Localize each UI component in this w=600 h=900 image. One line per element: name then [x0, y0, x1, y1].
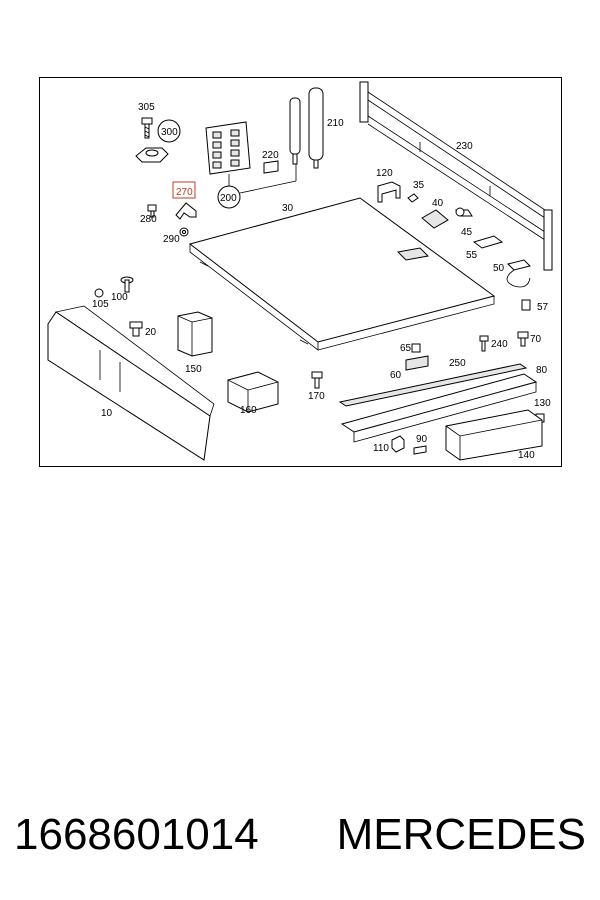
part-160	[227, 371, 279, 413]
label-20: 20	[145, 327, 157, 338]
label-90: 90	[416, 434, 428, 445]
part-300	[135, 119, 181, 163]
part-57	[521, 299, 531, 311]
part-100	[120, 276, 134, 293]
part-280	[147, 204, 157, 218]
label-57: 57	[537, 302, 549, 313]
label-110: 110	[373, 443, 389, 454]
label-70: 70	[530, 334, 542, 345]
label-45: 45	[461, 227, 473, 238]
label-120: 120	[376, 168, 393, 179]
part-270	[175, 202, 197, 220]
label-150: 150	[185, 364, 202, 375]
label-160: 160	[240, 405, 257, 416]
label-210: 210	[327, 118, 344, 129]
part-60	[405, 355, 429, 371]
part-10	[47, 305, 215, 461]
part-35	[407, 193, 419, 203]
label-50: 50	[493, 263, 505, 274]
part-240	[479, 335, 489, 352]
label-80: 80	[536, 365, 548, 376]
part-250	[338, 363, 528, 407]
part-200	[205, 121, 297, 209]
part-80	[340, 373, 538, 443]
part-30	[188, 197, 496, 351]
label-100: 100	[111, 292, 128, 303]
label-220: 220	[262, 150, 279, 161]
part-220	[263, 160, 279, 174]
label-170: 170	[308, 391, 325, 402]
highlight-box-270	[172, 181, 196, 199]
part-45	[455, 207, 473, 217]
label-240: 240	[491, 339, 508, 350]
part-55	[472, 235, 504, 249]
label-305: 305	[138, 102, 155, 113]
label-105: 105	[92, 299, 109, 310]
part-120	[377, 181, 401, 203]
part-170	[311, 371, 323, 389]
part-230	[359, 81, 553, 271]
part-40	[421, 209, 449, 229]
label-60: 60	[390, 370, 402, 381]
part-50	[506, 259, 531, 288]
label-250: 250	[449, 358, 466, 369]
part-90	[413, 445, 427, 455]
label-290: 290	[163, 234, 180, 245]
part-305	[141, 117, 153, 139]
part-110	[391, 435, 405, 453]
label-130: 130	[534, 398, 551, 409]
part-150	[177, 311, 213, 357]
part-70	[517, 331, 529, 347]
label-140: 140	[518, 450, 535, 461]
label-230: 230	[456, 141, 473, 152]
part-140	[445, 409, 543, 461]
label-35: 35	[413, 180, 425, 191]
part-210	[289, 87, 324, 169]
part-number: 1668601014	[14, 810, 259, 859]
brand-name: MERCEDES	[336, 810, 586, 859]
label-55: 55	[466, 250, 478, 261]
part-290	[179, 227, 189, 237]
caption: 1668601014 MERCEDES	[0, 800, 600, 870]
part-65	[411, 343, 421, 353]
label-280: 280	[140, 214, 157, 225]
label-270: 270	[176, 187, 193, 198]
part-20	[129, 321, 143, 337]
label-300: 300	[161, 127, 178, 138]
part-105	[94, 288, 104, 298]
label-30: 30	[282, 203, 294, 214]
label-10: 10	[101, 408, 113, 419]
label-200: 200	[220, 193, 237, 204]
label-40: 40	[432, 198, 444, 209]
label-65: 65	[400, 343, 412, 354]
